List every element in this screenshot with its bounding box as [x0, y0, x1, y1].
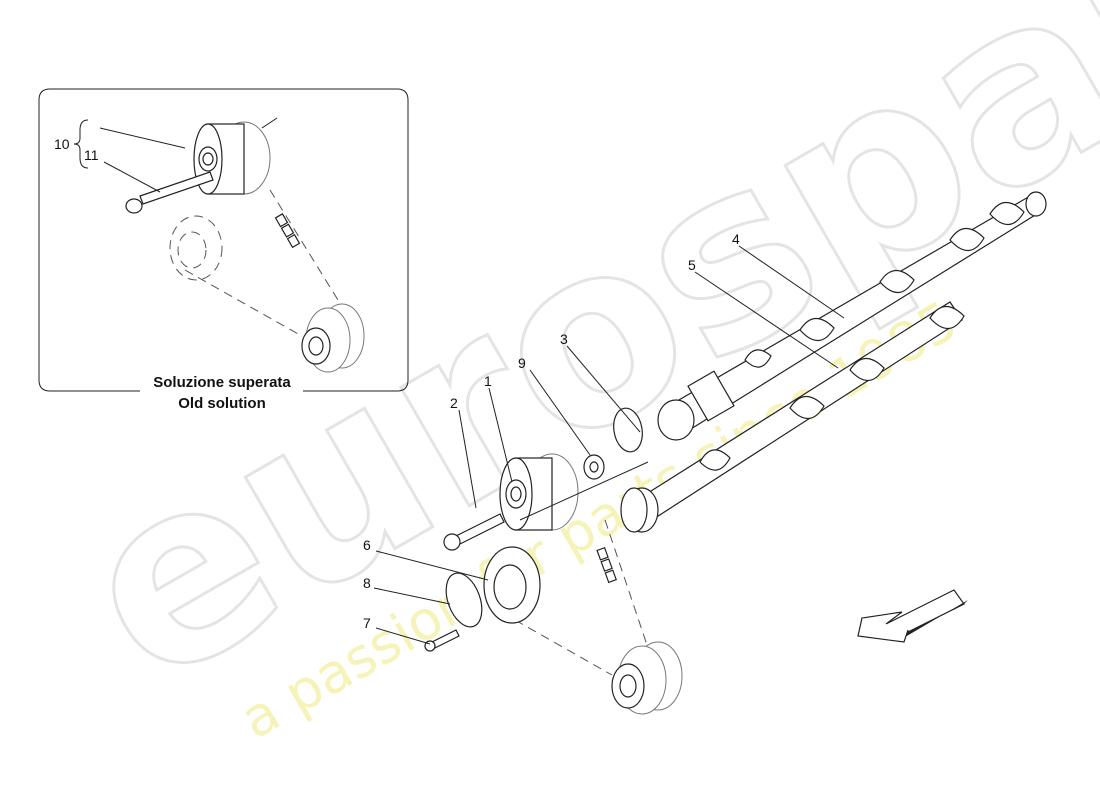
bolt-icon — [443, 513, 505, 551]
washer-icon — [583, 454, 605, 480]
callout-9: 9 — [518, 355, 526, 371]
callout-1: 1 — [484, 373, 492, 389]
chain-segment-icon — [274, 213, 301, 249]
retaining-plate-icon — [445, 572, 483, 628]
hub-flange-icon — [620, 487, 648, 533]
callout-8: 8 — [363, 575, 371, 591]
callout-3: 3 — [560, 331, 568, 347]
sprocket-outline-icon — [169, 215, 223, 281]
sprocket-icon — [483, 546, 541, 624]
old-solution-inset: 10 11 Soluzione superata Old solution — [38, 88, 409, 412]
snap-ring-icon — [613, 407, 643, 453]
chain-segment-icon — [596, 546, 618, 584]
callout-10: 10 — [54, 136, 70, 152]
double-sprocket-icon — [611, 641, 683, 715]
callout-11: 11 — [84, 147, 99, 163]
chain-guide-line — [184, 269, 301, 336]
callout-4: 4 — [732, 231, 740, 247]
intake-camshaft-icon — [657, 191, 1047, 441]
watermark-brand: eurospares — [34, 0, 1100, 741]
inset-caption-italian: Soluzione superata — [153, 374, 291, 391]
main-assembly: 1 2 3 4 5 6 7 8 9 — [363, 191, 1047, 715]
screw-icon — [424, 629, 460, 652]
callout-2: 2 — [450, 395, 458, 411]
camshaft-phaser-icon — [193, 121, 271, 195]
callout-5: 5 — [688, 257, 696, 273]
bolt-icon — [125, 171, 214, 214]
front-direction-arrow-icon — [857, 589, 968, 643]
callout-7: 7 — [363, 615, 371, 631]
inset-caption-english: Old solution — [178, 395, 266, 412]
callout-6: 6 — [363, 537, 371, 553]
double-sprocket-icon — [301, 303, 365, 373]
chain-guide-line — [269, 189, 339, 301]
camshaft-phaser-icon — [499, 453, 579, 531]
